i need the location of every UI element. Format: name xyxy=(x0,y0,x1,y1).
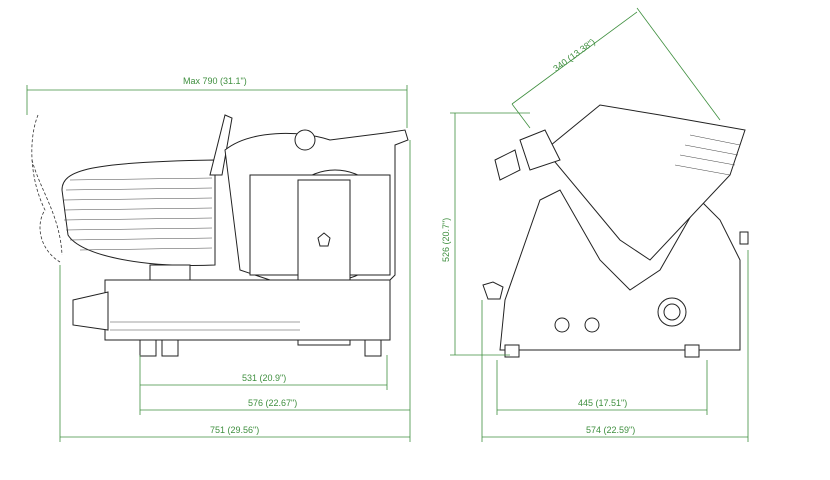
dim-height: 526 (20.7") xyxy=(441,218,451,262)
dim-blade-diagonal: 340 (13.38") xyxy=(551,37,597,74)
dim-overall-length: 751 (29.56") xyxy=(210,425,259,435)
dim-max-width: Max 790 (31.1") xyxy=(183,76,247,86)
side-view-dimensions: Max 790 (31.1") 531 (20.9") 576 (22.67")… xyxy=(26,76,411,442)
dim-feet-width: 445 (17.51") xyxy=(578,398,627,408)
slicer-side-view xyxy=(31,114,409,357)
dim-base-length: 576 (22.67") xyxy=(248,398,297,408)
slicer-front-view xyxy=(482,104,749,358)
dim-overall-width: 574 (22.59") xyxy=(586,425,635,435)
dim-base-feet: 531 (20.9") xyxy=(242,373,286,383)
